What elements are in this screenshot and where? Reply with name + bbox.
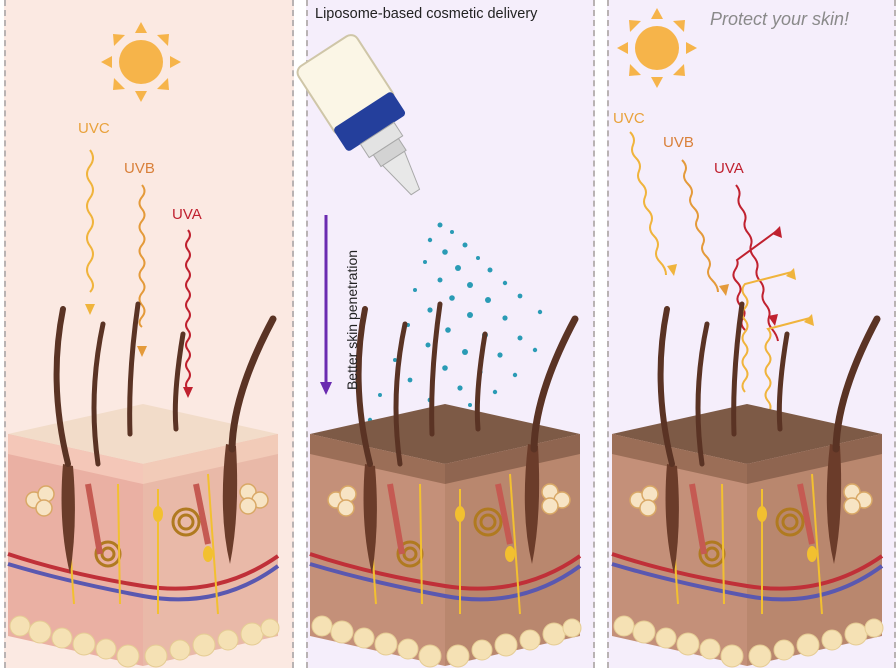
uvb-arrowhead <box>137 346 147 357</box>
uvb-ray <box>138 184 146 328</box>
penetration-label: Better skin penetration <box>344 249 360 391</box>
uva-arrowhead-right <box>768 314 778 326</box>
uva-ray <box>185 229 191 391</box>
uvc-label-right: UVC <box>613 110 645 127</box>
uvb-arrowhead-right <box>719 284 729 296</box>
uvc-ray <box>86 149 94 293</box>
penetration-arrowhead <box>320 382 332 395</box>
dropper-bottle-icon <box>296 34 421 196</box>
uvb-label-right: UVB <box>663 134 694 151</box>
uvb-reflected-ray <box>741 271 793 393</box>
sun-icon <box>617 8 697 88</box>
uva-reflected-arrowhead <box>772 226 782 238</box>
skin-block-left <box>8 304 279 667</box>
sun-icon <box>101 22 181 102</box>
uvc-reflected-arrowhead <box>804 314 814 326</box>
uva-label-right: UVA <box>714 160 744 177</box>
uva-arrowhead <box>183 387 193 398</box>
uvc-label: UVC <box>78 120 110 137</box>
panel-title-protect: Protect your skin! <box>710 9 850 29</box>
uvb-reflected-arrowhead <box>786 268 796 280</box>
uva-label: UVA <box>172 206 202 223</box>
uvc-ray-blocked <box>629 131 667 276</box>
skin-block-right <box>612 304 883 667</box>
uvc-arrowhead <box>85 304 95 315</box>
panel-title-liposome: Liposome-based cosmetic delivery <box>315 6 538 22</box>
uvb-label: UVB <box>124 160 155 177</box>
uvb-ray-blocked <box>681 159 719 293</box>
uvc-arrowhead-right <box>667 264 677 276</box>
